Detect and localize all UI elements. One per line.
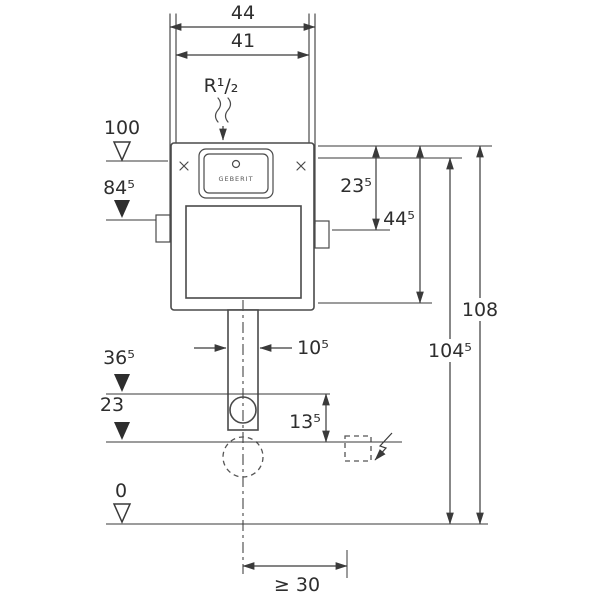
dim-label-min30: ≥ 30 <box>274 574 320 596</box>
dim-108: 108 <box>460 145 500 525</box>
lightning-bolt-icon <box>374 432 393 461</box>
level-label-100: 100 <box>104 117 140 139</box>
screw-mark-left <box>179 161 189 171</box>
level-triangle-open <box>112 503 132 524</box>
supply-label: R¹/₂ <box>204 75 239 97</box>
floor-outlet-dashed-circle <box>222 436 264 478</box>
mounting-rails <box>169 13 316 225</box>
level-23: 23 <box>100 394 402 443</box>
access-cover <box>198 148 274 199</box>
dim-label-445: 44⁵ <box>383 208 415 230</box>
dim-label-235: 23⁵ <box>340 175 372 197</box>
dim-135: 13⁵ <box>289 393 330 443</box>
cistern-body: GEBERIT <box>170 142 315 311</box>
cover-hole <box>231 159 241 169</box>
wall-brackets <box>155 214 330 249</box>
level-label-23: 23 <box>100 394 124 416</box>
level-label-845: 84⁵ <box>103 177 135 199</box>
bracket-left <box>155 214 171 243</box>
water-supply: R¹/₂ <box>204 75 239 141</box>
bracket-right <box>314 220 330 249</box>
front-panel <box>185 205 302 299</box>
dim-label-108: 108 <box>462 299 498 321</box>
brand-label: GEBERIT <box>218 175 253 183</box>
power-connection-box <box>344 435 372 462</box>
level-triangle-filled <box>114 200 130 218</box>
label-mask <box>427 339 473 362</box>
dim-label-1045: 104⁵ <box>428 340 472 362</box>
dim-1045: 104⁵ <box>427 157 473 525</box>
dim-235: 23⁵ <box>340 145 380 231</box>
level-845: 84⁵ <box>103 177 156 221</box>
water-squiggle-icon <box>214 97 232 123</box>
dim-445: 44⁵ <box>383 145 424 304</box>
dim-width-inner: 41 <box>175 30 310 59</box>
level-0: 0 <box>106 480 488 525</box>
dim-label-105: 10⁵ <box>297 337 329 359</box>
dim-label-44: 44 <box>231 2 255 24</box>
dim-105: 10⁵ <box>194 337 329 359</box>
dim-width-outer: 44 <box>169 2 316 31</box>
extension-lines-right <box>318 145 492 304</box>
level-triangle-filled <box>114 422 130 440</box>
level-100: 100 <box>104 117 168 162</box>
access-cover-inner <box>203 153 269 194</box>
level-triangle-open <box>112 141 132 162</box>
dim-min30: ≥ 30 <box>242 550 348 596</box>
outlet-circle <box>229 396 257 424</box>
dim-label-41: 41 <box>231 30 255 52</box>
level-label-365: 36⁵ <box>103 347 135 369</box>
screw-mark-right <box>296 161 306 171</box>
level-triangle-filled <box>114 374 130 392</box>
level-365: 36⁵ <box>103 347 330 395</box>
level-label-0: 0 <box>115 480 127 502</box>
label-mask <box>460 298 500 321</box>
dim-label-135: 13⁵ <box>289 411 321 433</box>
